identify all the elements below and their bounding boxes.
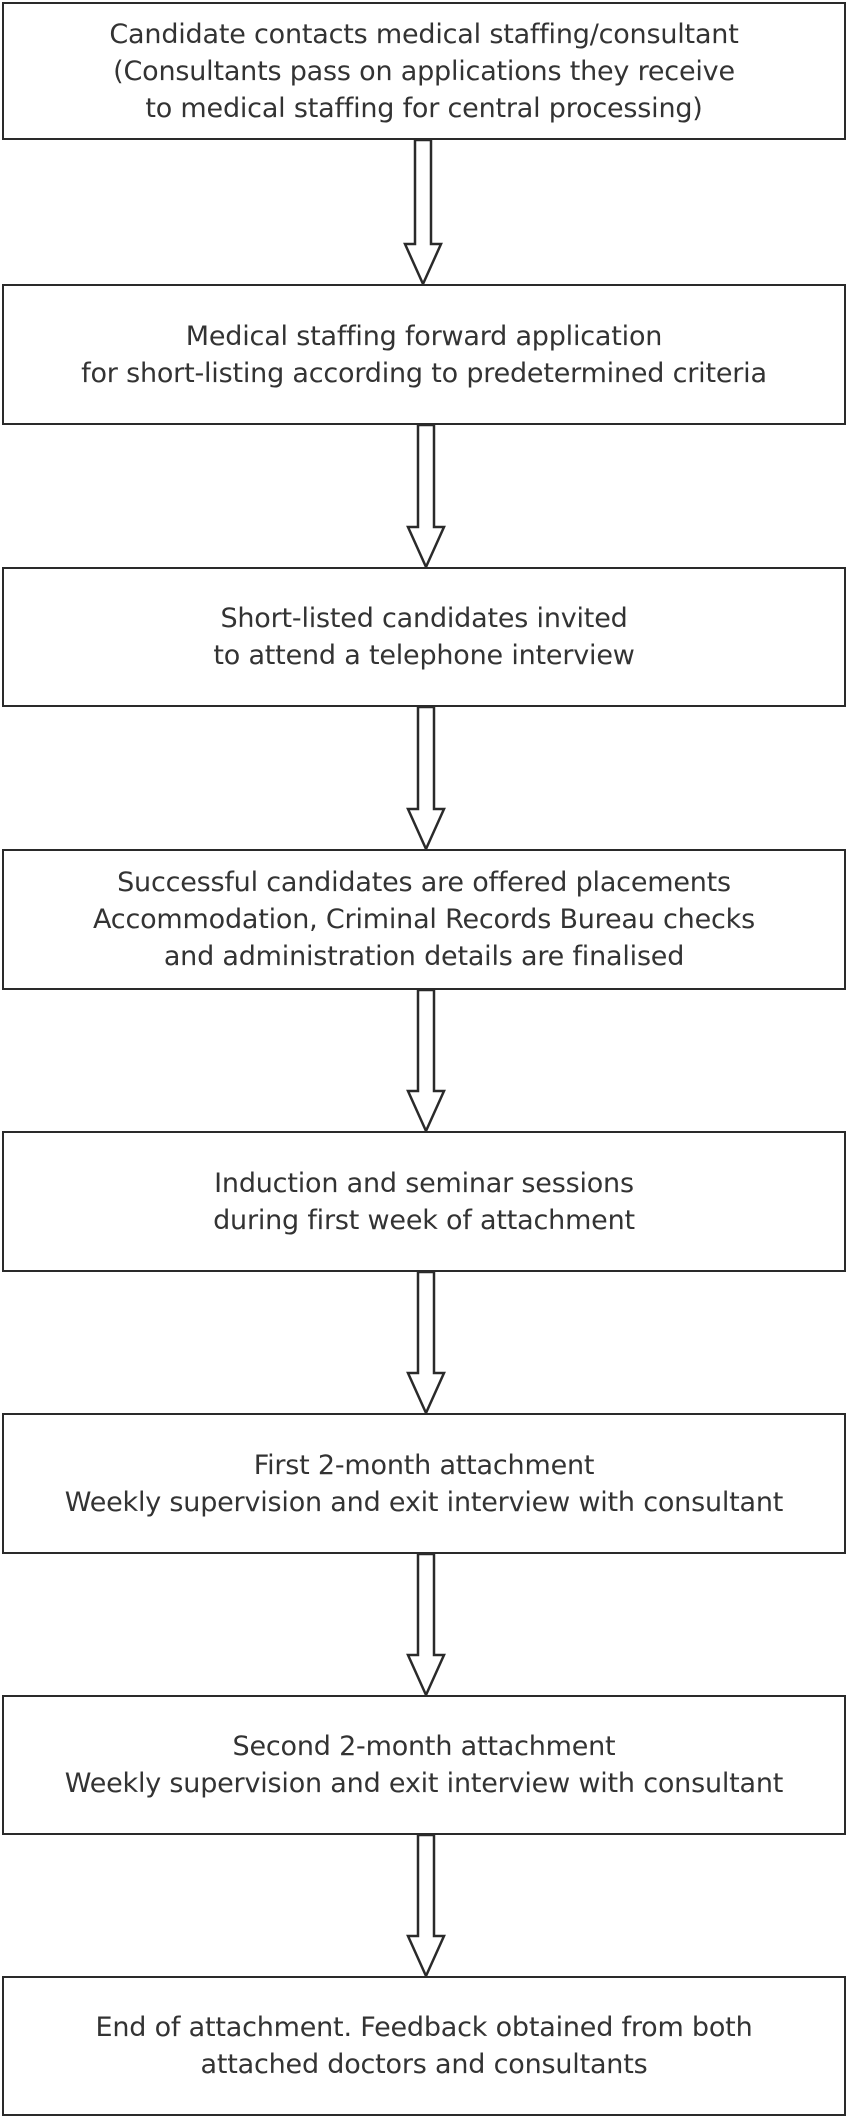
step-1-box: Candidate contacts medical staffing/cons… [2, 2, 846, 140]
step-8-line-2: attached doctors and consultants [200, 2049, 648, 2080]
step-5-line-1: Induction and seminar sessions [214, 1167, 634, 1199]
arrow-2-to-3 [406, 423, 446, 571]
step-2-box: Medical staffing forward application for… [2, 284, 846, 425]
step-1-line-3: to medical staffing for central processi… [145, 92, 703, 124]
step-7-box: Second 2-month attachment Weekly supervi… [2, 1695, 846, 1835]
step-6-line-1: First 2-month attachment [253, 1449, 595, 1481]
arrow-5-to-6 [406, 1270, 446, 1417]
step-7-line-2: Weekly supervision and exit interview wi… [64, 1768, 784, 1799]
arrow-6-to-7 [406, 1552, 446, 1699]
arrow-7-to-8 [406, 1833, 446, 1980]
arrow-4-to-5 [406, 988, 446, 1135]
step-6-line-2: Weekly supervision and exit interview wi… [64, 1486, 784, 1518]
step-5-box: Induction and seminar sessions during fi… [2, 1131, 846, 1272]
arrow-1-to-2 [403, 138, 443, 288]
step-8-line-1: End of attachment. Feedback obtained fro… [95, 2012, 753, 2043]
step-1-line-2: (Consultants pass on applications they r… [113, 55, 735, 87]
step-4-line-1: Successful candidates are offered placem… [117, 867, 731, 898]
step-4-line-2: Accommodation, Criminal Records Bureau c… [93, 904, 755, 935]
step-2-line-2: for short-listing according to predeterm… [81, 357, 767, 389]
step-1-line-1: Candidate contacts medical staffing/cons… [109, 18, 739, 50]
step-4-box: Successful candidates are offered placem… [2, 849, 846, 990]
step-3-line-2: to attend a telephone interview [213, 640, 635, 671]
step-6-box: First 2-month attachment Weekly supervis… [2, 1413, 846, 1554]
arrow-3-to-4 [406, 705, 446, 853]
step-3-line-1: Short-listed candidates invited [220, 603, 628, 634]
step-2-line-1: Medical staffing forward application [185, 320, 663, 352]
step-3-box: Short-listed candidates invited to atten… [2, 567, 846, 707]
step-8-box: End of attachment. Feedback obtained fro… [2, 1976, 846, 2116]
step-4-line-3: and administration details are finalised [163, 941, 685, 972]
step-7-line-1: Second 2-month attachment [232, 1731, 616, 1762]
step-5-line-2: during first week of attachment [213, 1204, 635, 1236]
